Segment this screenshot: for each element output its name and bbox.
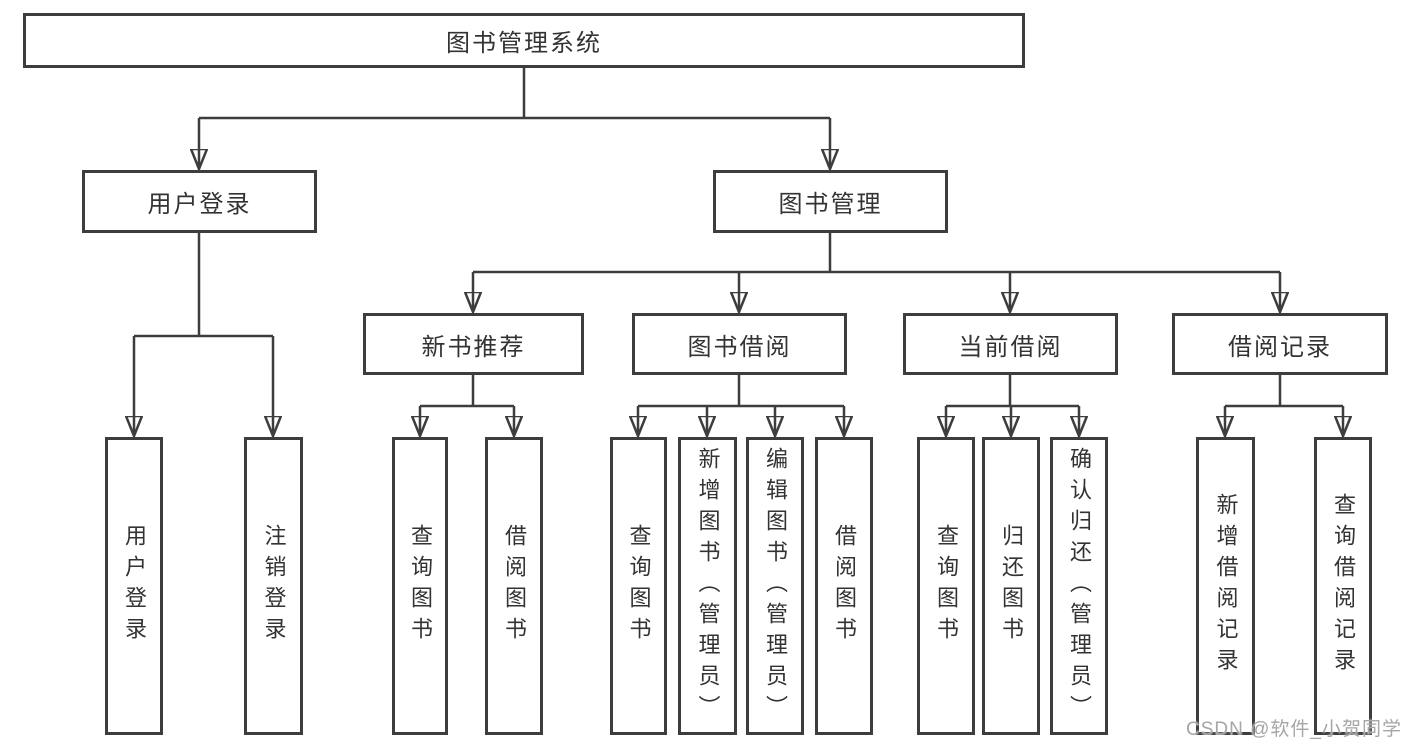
leaf-add-book-admin: 新增图书（管理员）: [678, 437, 737, 735]
node-label: 用户登录: [147, 191, 252, 218]
leaf-logout: 注销登录: [244, 437, 303, 735]
node-book-management: 图书管理: [713, 170, 948, 233]
leaf-return-books: 归还图书: [982, 437, 1040, 735]
node-label: 新增图书（管理员）: [695, 446, 721, 726]
node-label: 图书管理: [778, 191, 883, 218]
node-library-management-system: 图书管理系统: [23, 13, 1025, 68]
node-label: 查询图书: [626, 524, 652, 648]
node-label: 注销登录: [261, 524, 287, 648]
node-label: 图书借阅: [687, 333, 792, 361]
node-current-borrowing: 当前借阅: [903, 313, 1118, 375]
node-label: 新增借阅记录: [1213, 493, 1239, 679]
leaf-confirm-return-admin: 确认归还（管理员）: [1050, 437, 1108, 735]
node-borrowing-records: 借阅记录: [1172, 313, 1388, 375]
node-label: 编辑图书（管理员）: [763, 446, 788, 726]
leaf-query-borrow-record: 查询借阅记录: [1314, 437, 1372, 735]
node-label: 查询图书: [934, 524, 959, 648]
node-label: 图书管理系统: [446, 30, 602, 57]
leaf-query-books-recommend: 查询图书: [392, 437, 448, 735]
node-label: 归还图书: [999, 524, 1024, 648]
node-label: 借阅记录: [1228, 333, 1332, 361]
node-label: 查询借阅记录: [1331, 493, 1356, 679]
node-user-login: 用户登录: [82, 170, 317, 233]
csdn-watermark: CSDN @软件_小贺同学: [1186, 719, 1402, 740]
node-label: 当前借阅: [958, 333, 1063, 361]
node-new-book-recommendation: 新书推荐: [363, 313, 584, 375]
leaf-borrow-books-recommend: 借阅图书: [485, 437, 543, 735]
node-label: 查询图书: [408, 524, 433, 648]
node-label: 确认归还（管理员）: [1067, 446, 1092, 726]
leaf-query-books-borrowing: 查询图书: [610, 437, 667, 735]
leaf-query-books-current: 查询图书: [917, 437, 975, 735]
node-label: 借阅图书: [832, 524, 857, 648]
leaf-user-login: 用户登录: [105, 437, 163, 735]
node-book-borrowing: 图书借阅: [632, 313, 847, 375]
node-label: 用户登录: [122, 524, 147, 648]
leaf-borrow-books-borrowing: 借阅图书: [815, 437, 873, 735]
leaf-edit-book-admin: 编辑图书（管理员）: [746, 437, 804, 735]
leaf-add-borrow-record: 新增借阅记录: [1196, 437, 1255, 735]
node-label: 新书推荐: [421, 333, 526, 361]
node-label: 借阅图书: [502, 524, 527, 648]
